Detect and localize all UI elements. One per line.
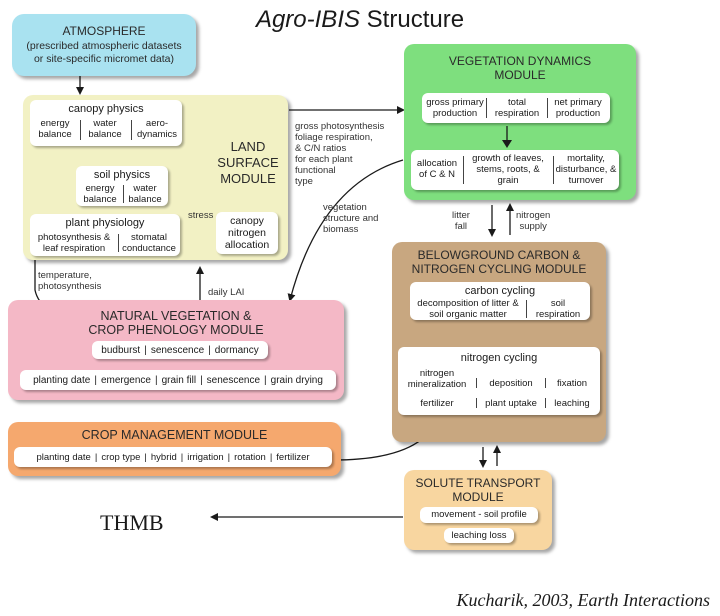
solute-title: SOLUTE TRANSPORT MODULE	[415, 476, 541, 504]
thmb-label: THMB	[100, 510, 164, 535]
arrow-veg-natural	[287, 159, 404, 302]
canopy-nitrogen-box: canopy nitrogen allocation	[216, 212, 278, 254]
land-surface-title: LAND SURFACE MODULE	[217, 139, 279, 186]
plant-physiology-box: plant physiology photosynthesis & leaf r…	[30, 214, 180, 256]
crop-phenology-box: planting date| emergence| grain fill| se…	[20, 370, 336, 390]
leaching-loss-box: leaching loss	[444, 528, 514, 543]
atmosphere-line1: (prescribed atmospheric datasets	[26, 40, 182, 52]
soil-physics-box: soil physics energy balance water balanc…	[76, 166, 168, 206]
canopy-physics-box: canopy physics energy balance water bala…	[30, 100, 182, 146]
diagram-title: Agro-IBIS Structure	[255, 6, 465, 33]
temperature-label: temperature,photosynthesis	[38, 270, 102, 292]
nitrogen-cycling-box: nitrogen cycling nitrogen mineralization…	[398, 347, 600, 415]
crop-management-title: CROP MANAGEMENT MODULE	[81, 428, 268, 442]
citation: Kucharik, 2003, Earth Interactions	[456, 590, 710, 610]
atmosphere-box: ATMOSPHERE (prescribed atmospheric datas…	[12, 14, 196, 76]
atmosphere-line2: or site-specific micromet data)	[33, 53, 175, 65]
belowground-title: BELOWGROUND CARBON & NITROGEN CYCLING MO…	[411, 248, 587, 276]
phenology-box: budburst| senescence| dormancy	[92, 341, 268, 359]
crop-management-box: planting date| crop type| hybrid| irriga…	[14, 447, 332, 467]
allocation-box: allocation of C & N growth of leaves, st…	[411, 150, 619, 190]
stress-label: stress	[188, 210, 214, 221]
movement-box: movement - soil profile	[420, 507, 538, 523]
daily-lai-label: daily LAI	[208, 287, 245, 298]
natural-vegetation-title: NATURAL VEGETATION & CROP PHENOLOGY MODU…	[88, 309, 264, 337]
atmosphere-title: ATMOSPHERE	[62, 24, 146, 38]
carbon-cycling-box: carbon cycling decomposition of litter &…	[410, 282, 590, 320]
production-box: gross primary production total respirati…	[422, 93, 610, 123]
vegetation-title: VEGETATION DYNAMICS MODULE	[448, 54, 592, 82]
